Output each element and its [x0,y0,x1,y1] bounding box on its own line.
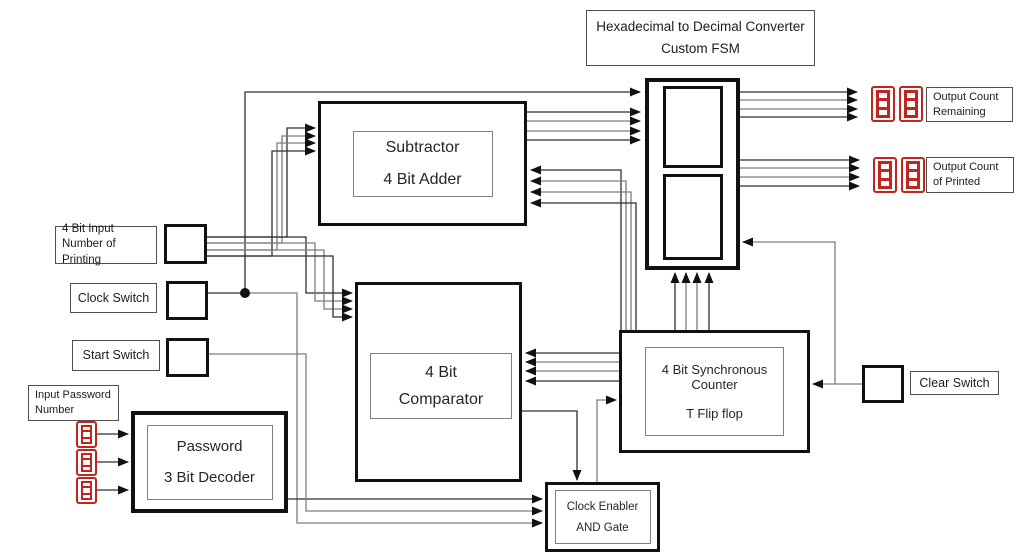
password-digit-icon [76,449,97,476]
clock-enabler-label-line1: Clock Enabler [566,500,639,513]
clear-switch-label-text: Clear Switch [919,375,990,390]
clock-net-wires [208,87,641,528]
output-remaining-label-text: Output Count Remaining [933,90,999,118]
output-remaining-digit-icon [899,86,923,122]
clock-enabler-label-line2: AND Gate [576,521,629,534]
fsm-to-display-wires [740,87,860,191]
subtractor-to-fsm-wires [527,107,641,145]
subtractor-label-line1: Subtractor [385,138,460,156]
counter-to-comparator-wires [525,348,619,386]
password-label-line1: Password [176,438,243,455]
clock-switch-label-text: Clock Switch [77,290,150,305]
counter-block: 4 Bit Synchronous Counter T Flip flop [619,330,810,453]
counter-label-line1: 4 Bit Synchronous [661,362,768,377]
input-password-label: Input Password Number [28,385,119,421]
start-to-clock-enabler-wire [209,353,543,516]
input-number-label-text: 4 Bit Input Number of Printing [62,222,116,266]
fsm-title-box: Hexadecimal to Decimal Converter Custom … [586,10,815,66]
fsm-title-line2: Custom FSM [661,40,740,56]
fsm-lower-frame [663,174,723,260]
counter-label-line3: T Flip flop [686,406,743,421]
comparator-block: 4 Bit Comparator [355,282,522,482]
output-remaining-digit-icon [871,86,895,122]
output-printed-digit-icon [901,157,925,193]
comparator-label-line1: 4 Bit [424,363,457,381]
counter-to-subtractor-wires [530,165,637,330]
subtractor-block: Subtractor 4 Bit Adder [318,101,527,226]
clock-enabler-to-counter-wire [596,395,617,482]
clear-switch-label: Clear Switch [910,371,999,395]
password-label-line2: 3 Bit Decoder [164,469,255,486]
comparator-to-clock-enabler-wire [522,410,582,481]
clear-net-wires [742,237,862,389]
fsm-title-line1: Hexadecimal to Decimal Converter [596,18,805,34]
password-digit-icon [76,477,97,504]
input-number-label: 4 Bit Input Number of Printing [55,223,157,266]
output-printed-label: Output Count of Printed [926,157,1014,193]
counter-label-line2: Counter [691,377,738,392]
password-digit-icon [76,421,97,448]
clock-switch-label: Clock Switch [70,283,157,313]
input-number-switch [164,224,207,264]
password-decoder-block: Password 3 Bit Decoder [131,411,288,513]
start-switch [166,338,209,377]
clear-switch [862,365,904,403]
fsm-upper-frame [663,86,723,168]
start-switch-label: Start Switch [72,340,160,371]
output-printed-label-text: Output Count of Printed [933,161,999,188]
comparator-label-line2: Comparator [398,390,484,408]
counter-to-fsm-wires [670,272,714,330]
output-remaining-label: Output Count Remaining [926,87,1013,122]
clock-switch [166,281,208,320]
subtractor-label-line2: 4 Bit Adder [383,170,462,188]
input-password-label-text: Input Password Number [35,389,111,416]
fsm-block [645,78,740,270]
input-number-to-comparator-wires [207,236,353,322]
clock-enabler-block: Clock Enabler AND Gate [545,482,660,552]
output-printed-digit-icon [873,157,897,193]
password-digit-wires [97,429,129,495]
start-switch-label-text: Start Switch [82,348,150,363]
